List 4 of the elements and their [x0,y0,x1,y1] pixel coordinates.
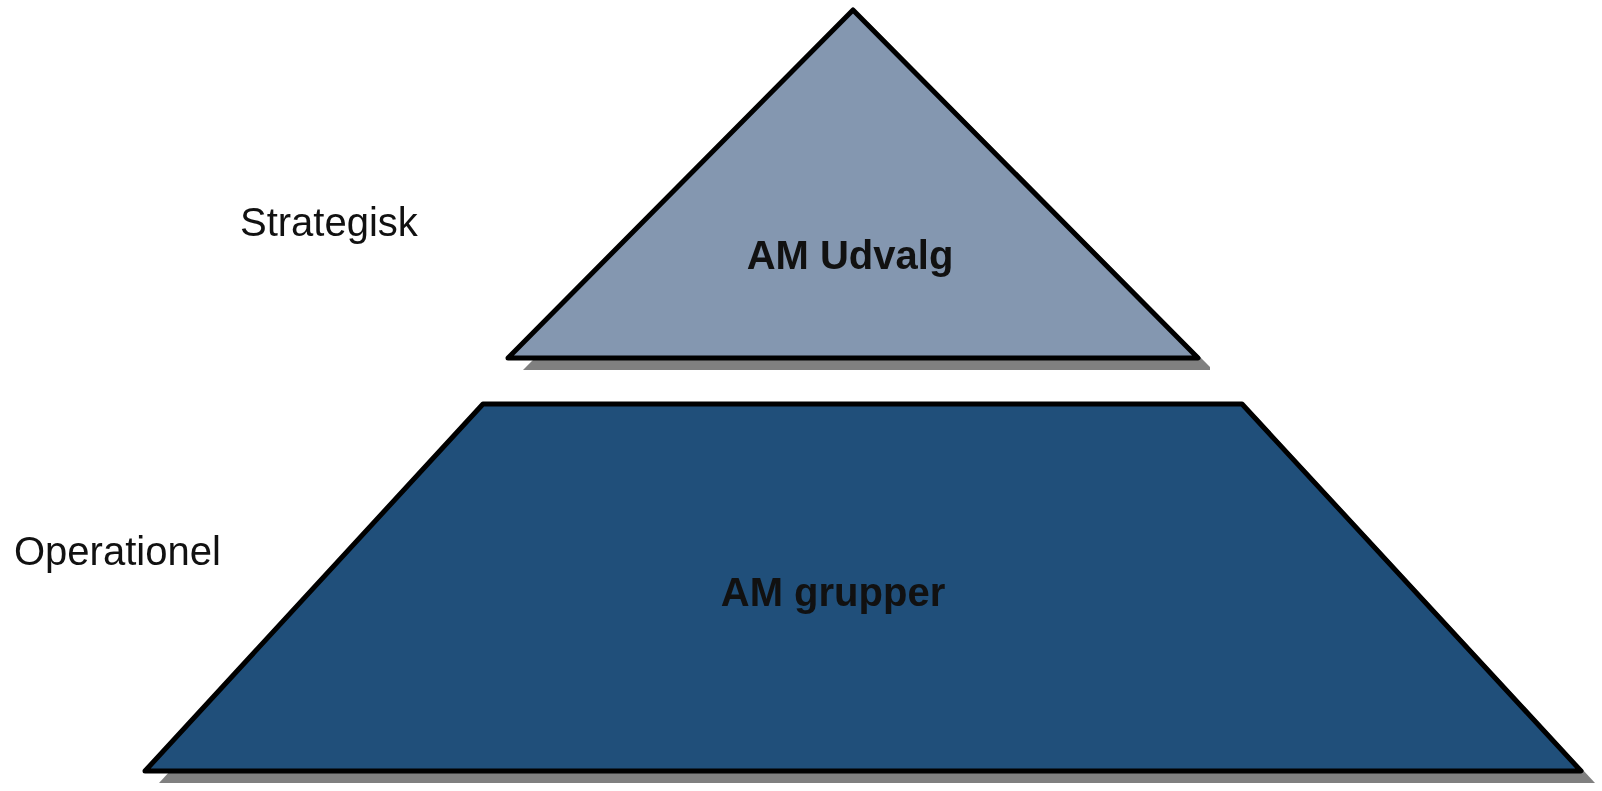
level-title: AM grupper [720,569,946,615]
level-label: Operationel [14,528,221,574]
level-label: Strategisk [240,199,418,245]
level-title: AM Udvalg [746,232,954,278]
